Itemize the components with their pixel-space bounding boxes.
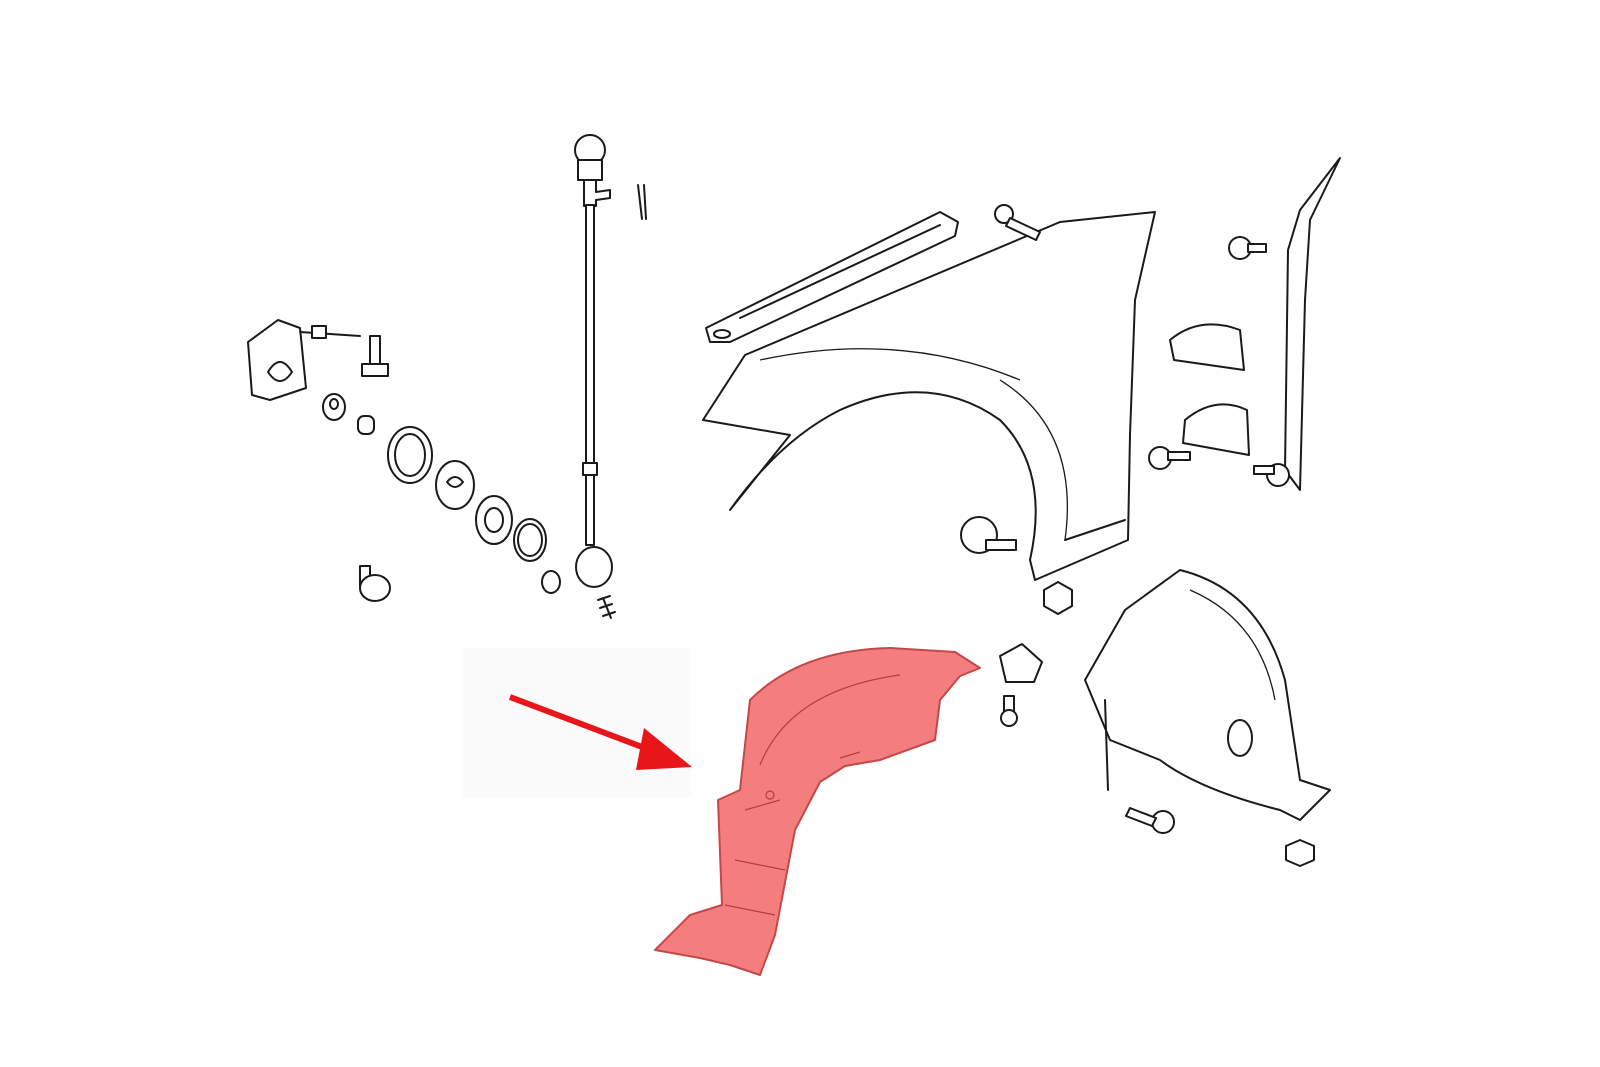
front-fender: [702, 211, 1156, 581]
hood-prop-rod: [574, 134, 647, 588]
hood-latch-bracket: [247, 319, 361, 401]
pointer-arrow: [508, 694, 692, 770]
fender-bolts: [960, 204, 1073, 727]
inner-fender-liner-highlighted: [654, 647, 981, 976]
bolts-and-clips: [322, 335, 616, 619]
fender-mount-rail: [705, 211, 959, 343]
side-bracket-panel: [1148, 157, 1341, 491]
rear-splash-shield: [1084, 569, 1331, 867]
